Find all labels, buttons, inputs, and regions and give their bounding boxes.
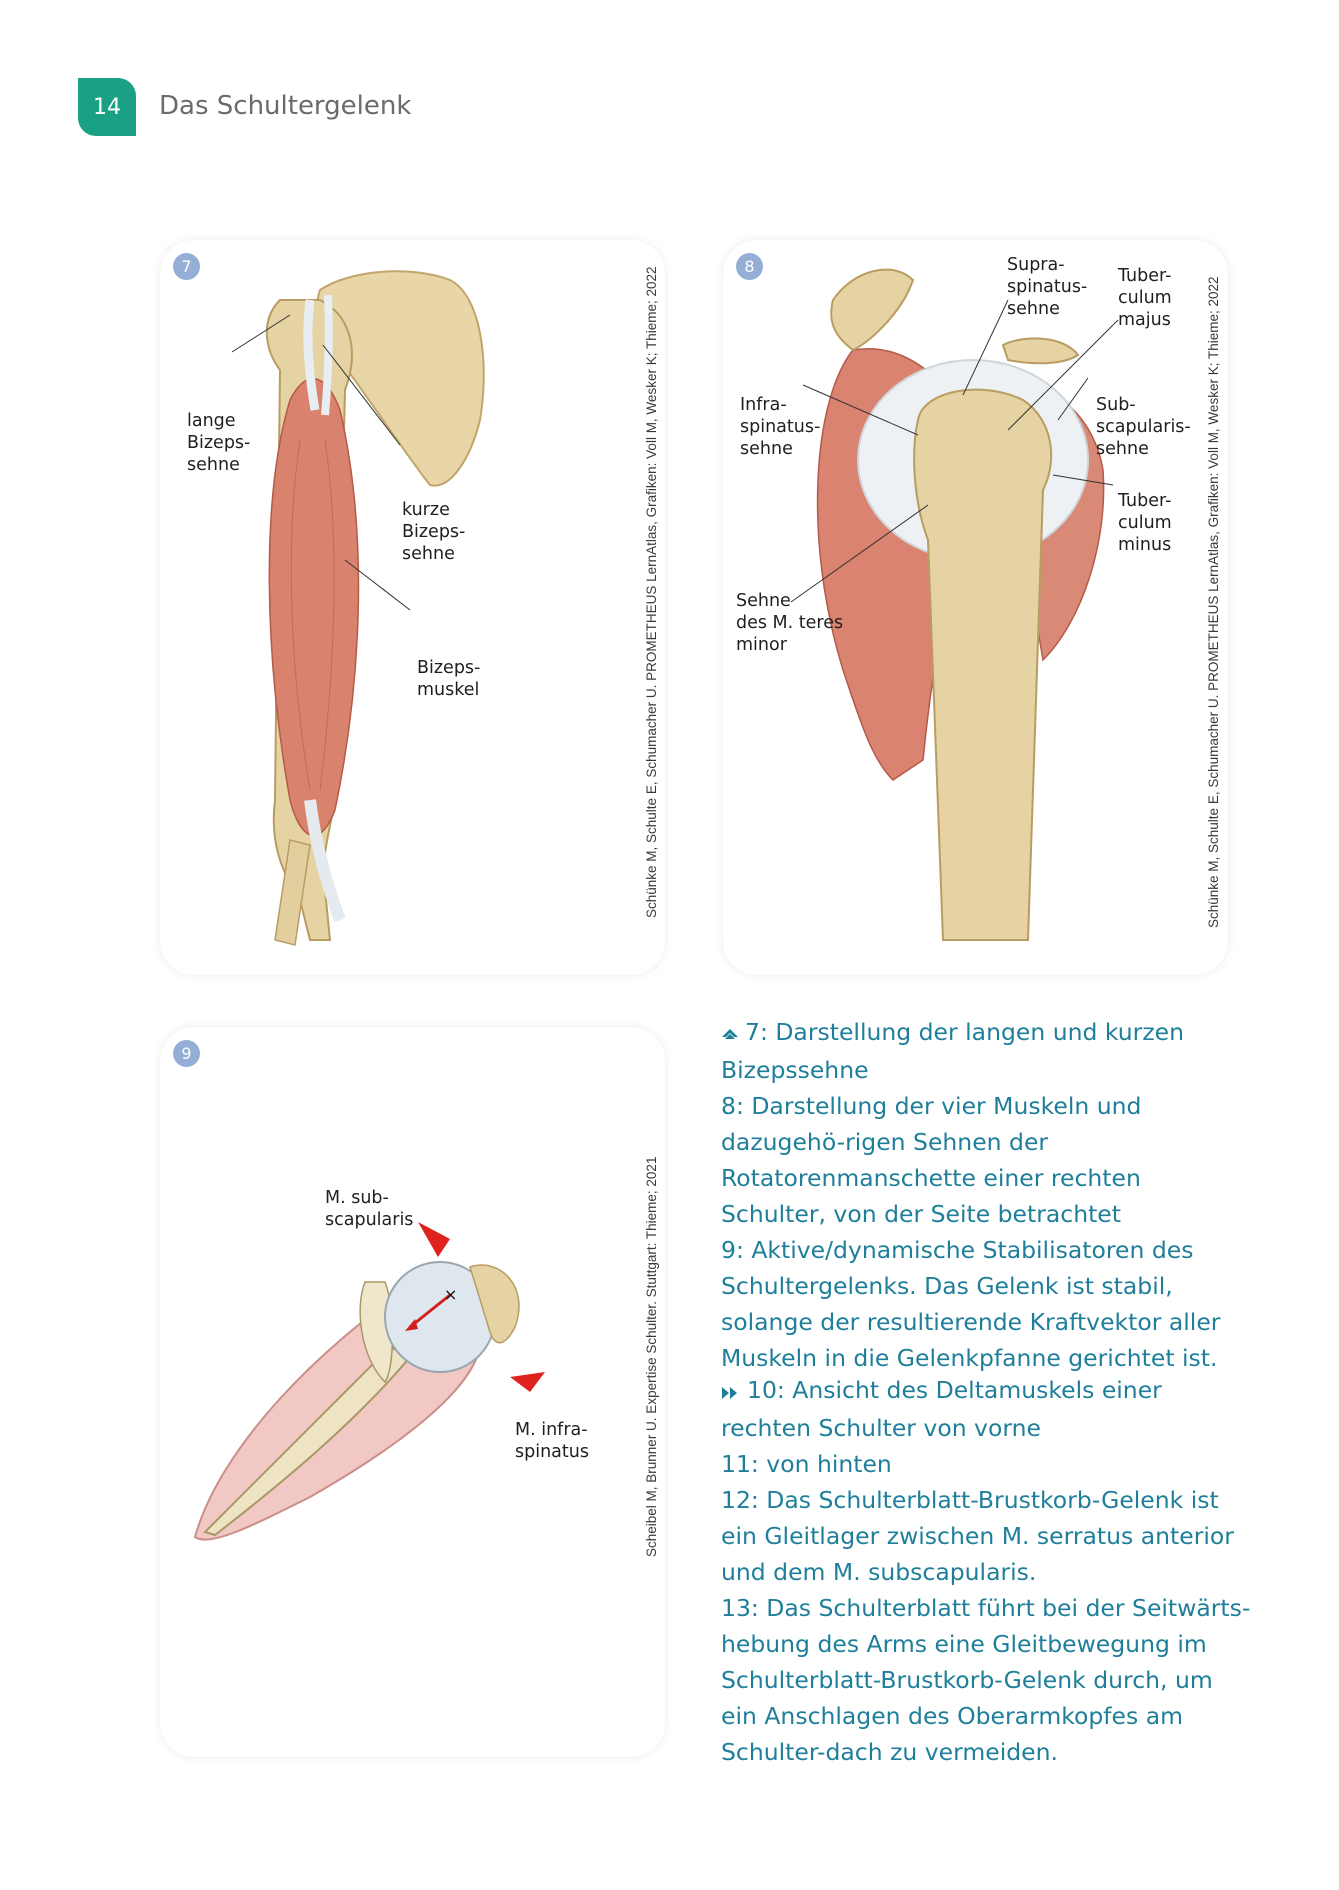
figure-8-card: 8 Supra- spinatus- sehne Tuber- culum ma… (723, 240, 1228, 975)
biceps-illustration (231, 270, 485, 946)
figure-8-credit: Schünke M, Schulte E, Schumacher U. PROM… (1206, 276, 1221, 928)
figure-7-credit: Schünke M, Schulte E, Schumacher U. PROM… (644, 266, 659, 918)
caption-fig11: 11: von hinten (721, 1449, 892, 1478)
figure-9-credit: Scheibel M, Brunner U. Expertise Schulte… (644, 1156, 659, 1557)
label-subscapularissehne: Sub- scapularis- sehne (1096, 395, 1191, 459)
figure-9-card: 9 × M. sub- scapularis M. infra- spinatu… (160, 1027, 665, 1757)
caption-fig12: 12: Das Schulterblatt-Brustkorb-Gelenk i… (721, 1485, 1234, 1586)
label-bizepsmuskel: Bizeps- muskel (417, 658, 481, 700)
captions-block-2: 10: Ansicht des Deltamuskels einer recht… (721, 1372, 1251, 1770)
label-infraspinatussehne: Infra- spinatus- sehne (740, 395, 821, 459)
label-tuberculum-majus: Tuber- culum majus (1118, 266, 1172, 330)
label-teres-minor: Sehne des M. teres minor (736, 591, 844, 655)
label-tuberculum-minus: Tuber- culum minus (1118, 491, 1172, 555)
label-kurze-bizepssehne: kurze Bizeps- sehne (402, 500, 466, 564)
caption-fig8: 8: Darstellung der vier Muskeln und dazu… (721, 1091, 1142, 1228)
caption-fig10: 10: Ansicht des Deltamuskels einer recht… (721, 1372, 1251, 1446)
chapter-title: Das Schultergelenk (159, 91, 412, 121)
caption-fig13: 13: Das Schulterblatt führt bei der Seit… (721, 1593, 1251, 1766)
svg-text:×: × (444, 1285, 457, 1304)
figure-7-number: 7 (173, 253, 200, 280)
figure-8-number: 8 (736, 253, 763, 280)
caption-fig9: 9: Aktive/dynamische Stabilisatoren des … (721, 1235, 1221, 1372)
rotator-cuff-illustration (790, 268, 1119, 941)
page-number-badge: 14 (78, 78, 136, 136)
label-supraspinatussehne: Supra- spinatus- sehne (1007, 255, 1088, 319)
stabilizer-illustration: × (193, 1222, 545, 1541)
captions-block-1: 7: Darstellung der langen und kurzen Biz… (721, 1014, 1251, 1376)
label-lange-bizepssehne: lange Bizeps- sehne (187, 411, 251, 475)
figure-7-card: 7 lange Bizeps- sehne kurze Bizeps- sehn… (160, 240, 665, 975)
caption-fig7: 7: Darstellung der langen und kurzen Biz… (721, 1014, 1251, 1088)
figure-9-number: 9 (173, 1040, 200, 1067)
double-chevron-right-icon (721, 1374, 741, 1410)
label-m-infraspinatus: M. infra- spinatus (515, 1420, 589, 1462)
label-m-subscapularis: M. sub- scapularis (325, 1188, 414, 1230)
arrow-up-icon (721, 1016, 739, 1052)
